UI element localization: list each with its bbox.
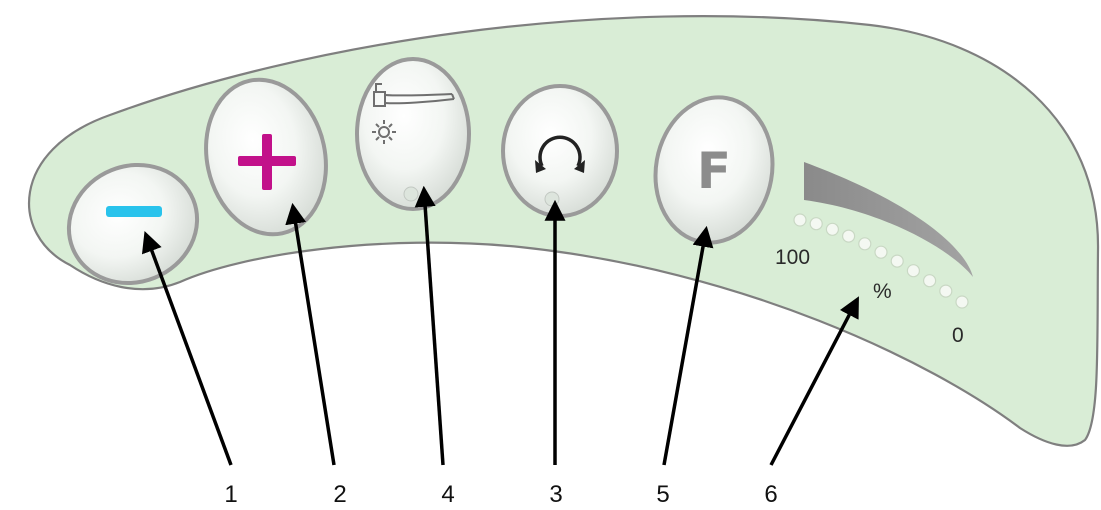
- callout-arrows: [141, 185, 859, 466]
- plus-button[interactable]: [192, 68, 340, 245]
- scale-min-label: 0: [952, 324, 964, 347]
- callout-arrow-6: [769, 296, 859, 466]
- handpiece-light-button[interactable]: [355, 57, 471, 211]
- f-letter-icon: F: [697, 142, 731, 200]
- status-led: [544, 191, 560, 207]
- minus-icon: [106, 206, 162, 217]
- status-led: [403, 186, 419, 202]
- power-led: [793, 213, 807, 227]
- rotation-icon: [535, 135, 585, 173]
- callout-arrow-2: [285, 202, 336, 466]
- callout-arrow-5: [662, 225, 714, 466]
- callout-label-2: 2: [333, 481, 346, 508]
- callout-arrow-4: [414, 185, 445, 466]
- function-button[interactable]: F: [644, 88, 784, 252]
- callout-label-1: 1: [224, 481, 237, 508]
- callout-arrow-1: [141, 231, 233, 466]
- callout-label-5: 5: [656, 481, 669, 508]
- power-scale: 100 % 0: [775, 162, 973, 347]
- power-led: [841, 229, 856, 243]
- power-led: [939, 284, 953, 298]
- plus-icon: [238, 134, 296, 190]
- minus-button[interactable]: [51, 146, 215, 302]
- power-scale-leds: [793, 213, 969, 309]
- handpiece-light-icon: [372, 83, 455, 144]
- callout-label-3: 3: [549, 481, 562, 508]
- power-led: [858, 237, 872, 251]
- scale-unit-label: %: [873, 280, 892, 303]
- rotation-button[interactable]: [501, 84, 619, 218]
- power-led: [825, 222, 840, 236]
- power-scale-wedge: [804, 162, 973, 277]
- callout-label-6: 6: [764, 481, 777, 508]
- power-led: [955, 295, 969, 309]
- scale-max-label: 100: [775, 246, 810, 269]
- power-led: [874, 245, 888, 259]
- power-led: [906, 264, 921, 278]
- power-led: [890, 254, 904, 268]
- callout-label-4: 4: [441, 481, 454, 508]
- power-led: [922, 274, 937, 288]
- power-led: [809, 217, 823, 231]
